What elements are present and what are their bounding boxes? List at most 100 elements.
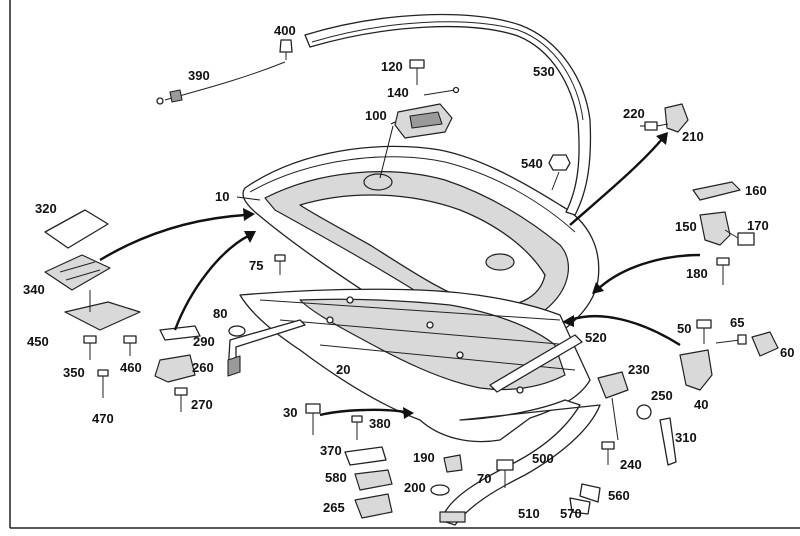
pad-320: [44, 209, 109, 249]
callout-580: 580: [325, 470, 347, 485]
callout-220: 220: [623, 106, 645, 121]
arrow-210-to-lid: [569, 137, 664, 226]
bracket-210: [644, 103, 689, 133]
callout-50: 50: [677, 321, 691, 336]
bracket-290: [159, 325, 201, 341]
bracket-370: [344, 446, 387, 466]
callout-380: 380: [369, 416, 391, 431]
callout-260: 260: [192, 360, 214, 375]
bracket-580: [354, 469, 393, 491]
callout-60: 60: [780, 345, 794, 360]
nut-540: [548, 154, 571, 191]
callout-80: 80: [213, 306, 227, 321]
washer-200: [430, 484, 450, 496]
callout-240: 240: [620, 457, 642, 472]
callout-75: 75: [249, 258, 263, 273]
callout-400: 400: [274, 23, 296, 38]
bolt-470: [97, 369, 109, 398]
callout-520: 520: [585, 330, 607, 345]
callout-270: 270: [191, 397, 213, 412]
bolt-350: [83, 335, 97, 360]
callout-120: 120: [381, 59, 403, 74]
arrow-30-to-panel: [319, 408, 406, 417]
bolt-50: [696, 319, 712, 344]
arrow-290-to-lid: [173, 233, 251, 331]
hinge-150: [699, 211, 755, 246]
rod-310: [659, 417, 677, 466]
callout-390: 390: [188, 68, 210, 83]
washer-80: [228, 325, 246, 337]
callout-510: 510: [518, 506, 540, 521]
left-rail: [227, 319, 306, 377]
assembly-arrows: [99, 132, 701, 419]
callout-10: 10: [215, 189, 229, 204]
callout-30: 30: [283, 405, 297, 420]
bolt-460: [123, 335, 137, 356]
bolt-120: [409, 59, 425, 85]
clip-570: [569, 497, 591, 515]
bracket-265: [354, 493, 393, 519]
callout-65: 65: [730, 315, 744, 330]
callout-540: 540: [521, 156, 543, 171]
callout-470: 470: [92, 411, 114, 426]
pin-140: [423, 86, 460, 96]
callout-530: 530: [533, 64, 555, 79]
spoiler-strip: [304, 13, 592, 216]
callout-250: 250: [651, 388, 673, 403]
right-seal-strip: [489, 334, 583, 393]
callout-370: 370: [320, 443, 342, 458]
bracket-230: [597, 371, 629, 441]
callout-320: 320: [35, 201, 57, 216]
bumper-160: [692, 181, 741, 201]
clip-400: [279, 39, 293, 60]
pin-70: [496, 459, 514, 488]
callout-20: 20: [336, 362, 350, 377]
callout-40: 40: [694, 397, 708, 412]
callout-150: 150: [675, 219, 697, 234]
callout-210: 210: [682, 129, 704, 144]
callout-310: 310: [675, 430, 697, 445]
leader-lines: [236, 121, 645, 201]
callout-350: 350: [63, 365, 85, 380]
nut-250: [636, 404, 652, 420]
callout-100: 100: [365, 108, 387, 123]
arrow-latch-to-panel: [569, 314, 681, 347]
callout-170: 170: [747, 218, 769, 233]
part-60: [751, 331, 779, 357]
callout-180: 180: [686, 266, 708, 281]
lock-assembly-100: [394, 103, 453, 139]
callout-190: 190: [413, 450, 435, 465]
callout-290: 290: [193, 334, 215, 349]
arrow-hinge-to-lid: [596, 253, 701, 291]
inner-lid-panel: [239, 288, 591, 443]
callout-70: 70: [477, 471, 491, 486]
callout-560: 560: [608, 488, 630, 503]
callout-200: 200: [404, 480, 426, 495]
latch-40: [679, 349, 713, 391]
screw-65: [715, 334, 747, 345]
callout-160: 160: [745, 183, 767, 198]
callout-340: 340: [23, 282, 45, 297]
callout-460: 460: [120, 360, 142, 375]
bracket-260: [154, 354, 196, 383]
screw-75: [274, 254, 286, 275]
callout-450: 450: [27, 334, 49, 349]
plate-340: [44, 254, 111, 291]
bolt-240: [601, 441, 615, 465]
cable-390: [156, 61, 286, 105]
bolt-180: [716, 257, 730, 285]
screw-380: [351, 415, 363, 440]
callout-265: 265: [323, 500, 345, 515]
callout-500: 500: [532, 451, 554, 466]
lower-trim: [439, 399, 601, 526]
bolt-270: [174, 387, 188, 412]
arrow-340-to-lid: [99, 213, 246, 262]
clip-30: [305, 403, 321, 435]
callout-570: 570: [560, 506, 582, 521]
bumper-190: [443, 454, 463, 473]
clip-560: [579, 483, 601, 503]
callout-230: 230: [628, 362, 650, 377]
callout-140: 140: [387, 85, 409, 100]
